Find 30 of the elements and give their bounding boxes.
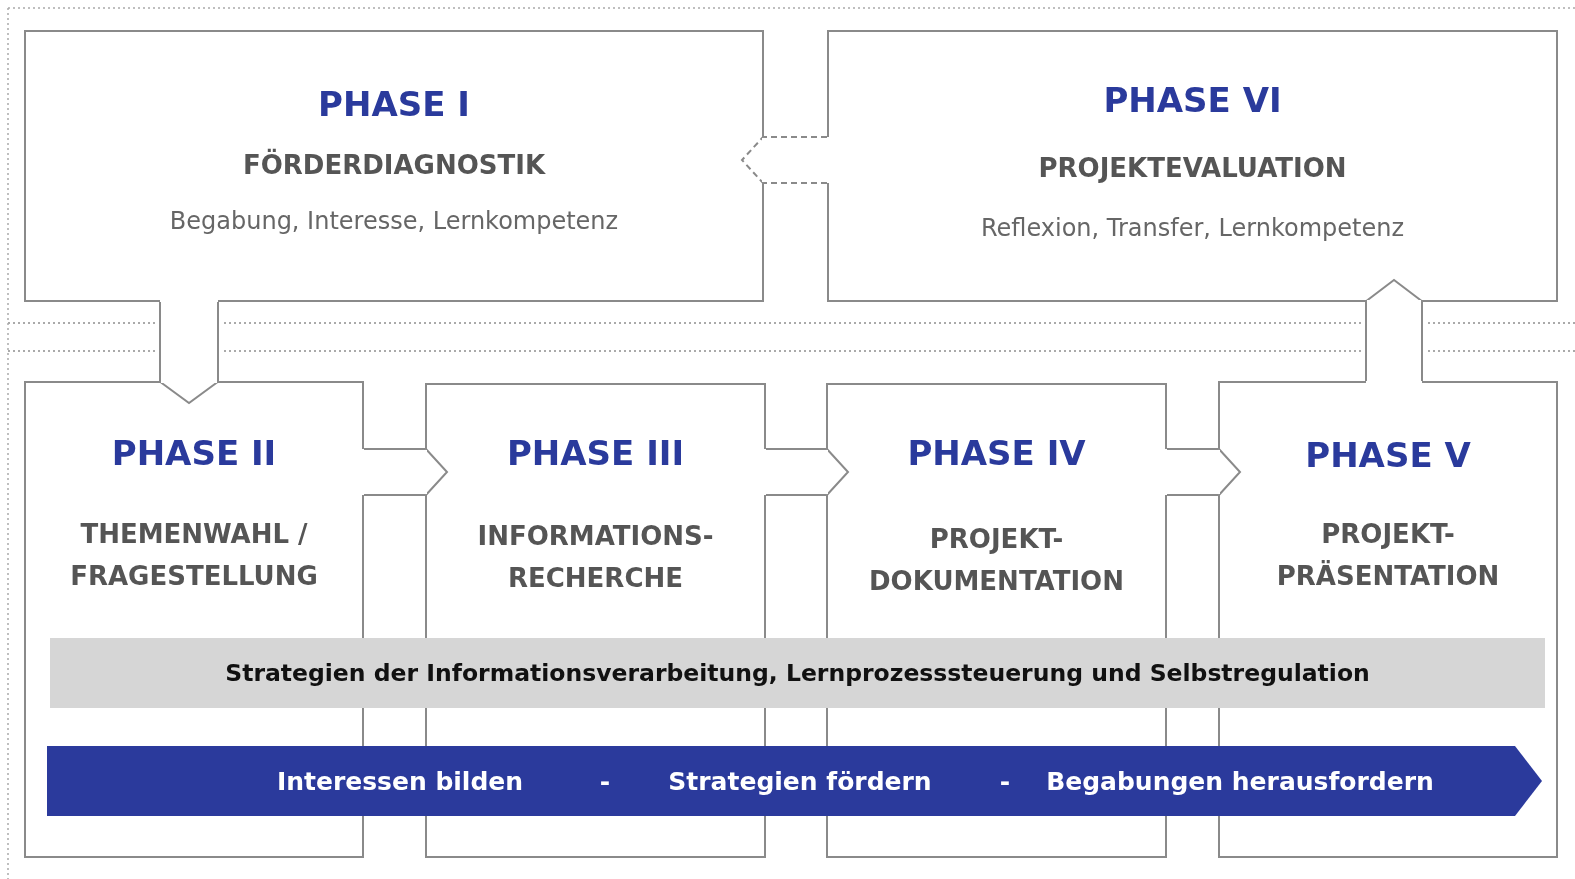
phase-box [827,30,1558,302]
phase-name: PROJEKT- DOKUMENTATION [868,523,1125,598]
phase-title: PHASE II [110,433,278,473]
phase-name: THEMENWAHL / FRAGESTELLUNG [69,518,319,593]
phase-name: INFORMATIONS- RECHERCHE [476,520,715,595]
phase-title: PHASE V [1304,435,1472,475]
block-arrow [1364,279,1424,381]
phase-box [24,30,764,302]
phase-keywords: Begabung, Interesse, Lernkompetenz [168,207,620,235]
block-arrow [158,302,220,404]
phase-title: PHASE III [505,433,686,473]
phase-title: PHASE IV [906,433,1087,473]
arrow-banner [47,746,1542,816]
phase-name: PROJEKTEVALUATION [1037,152,1348,185]
banner-label: Begabungen herausfordern [1046,766,1434,796]
banner-label: - [999,766,1011,796]
block-arrow [364,447,448,497]
phase-name: FÖRDERDIAGNOSTIK [241,147,547,182]
block-arrow [741,135,827,185]
block-arrow [766,447,849,497]
phase-name: PROJEKT- PRÄSENTATION [1275,518,1501,593]
phase-keywords: Reflexion, Transfer, Lernkompetenz [979,214,1406,242]
banner-label: Strategien fördern [668,766,932,796]
band-label: Strategien der Informationsverarbeitung, Lernprozesssteuerung und Selbstregulation [225,659,1370,687]
phase-title: PHASE I [317,84,471,124]
block-arrow [1167,447,1241,497]
phase-title: PHASE VI [1102,80,1283,120]
strategy-band [50,638,1545,708]
banner-label: - [599,766,611,796]
banner-label: Interessen bilden [276,766,524,796]
